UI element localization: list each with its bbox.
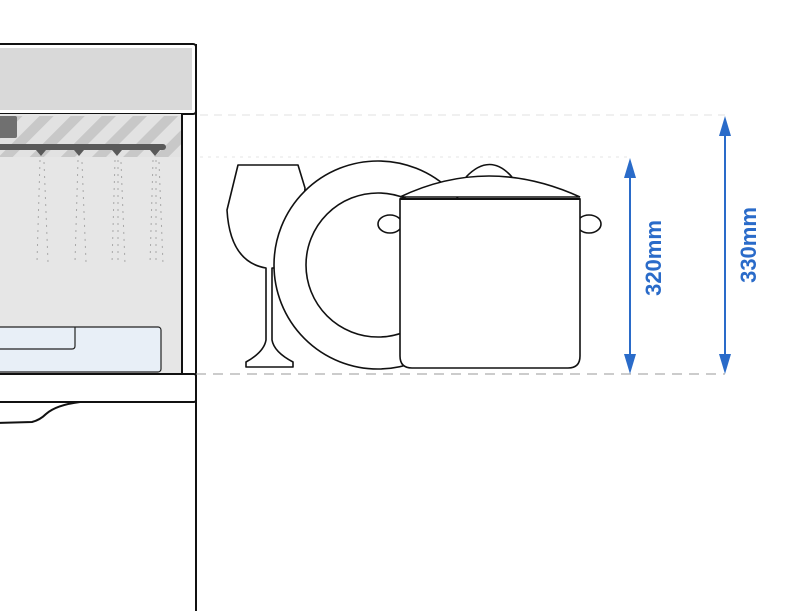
stock-pot-icon [377, 163, 602, 369]
lower-rack [0, 326, 162, 373]
spray-arm [0, 144, 166, 156]
dimension-330 [719, 116, 731, 374]
door-strip [0, 373, 197, 403]
motor-block [0, 116, 17, 138]
dimension-320 [624, 158, 636, 374]
dishwasher [0, 43, 197, 611]
water-spray [36, 159, 164, 265]
dimension-320-label: 320mm [641, 220, 666, 296]
dimension-330-label: 330mm [736, 207, 761, 283]
toe-kick [0, 401, 81, 424]
